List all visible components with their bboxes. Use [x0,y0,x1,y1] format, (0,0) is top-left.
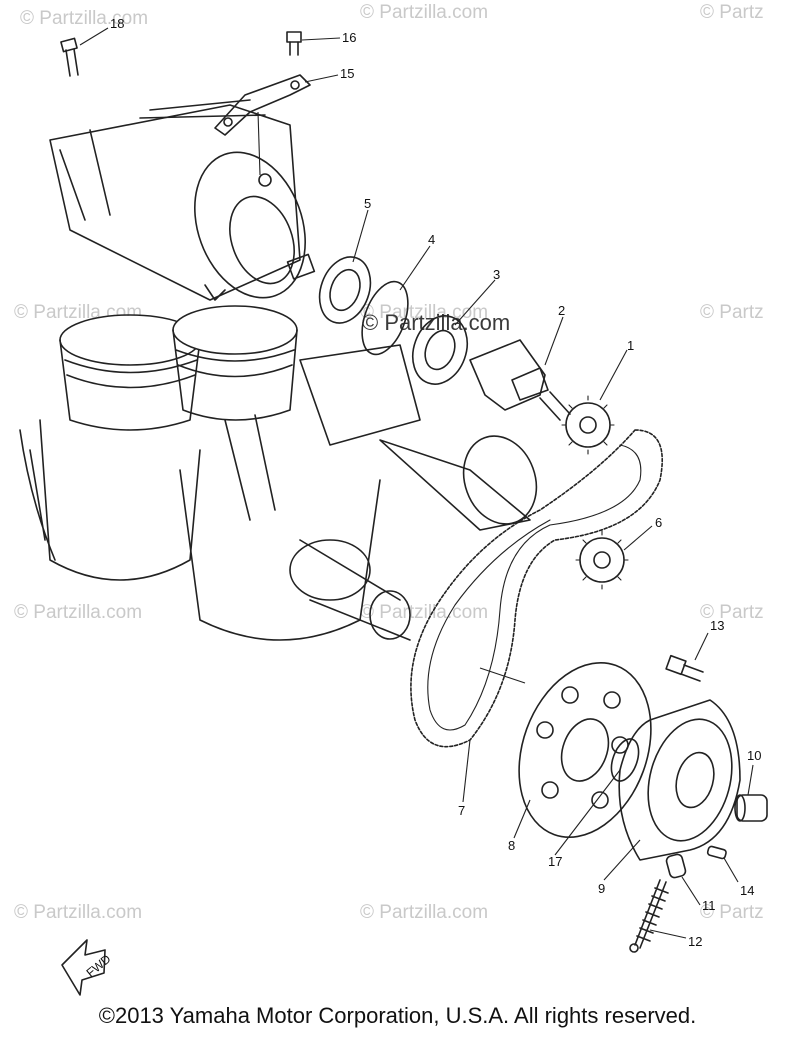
starter-bracket [214,74,311,136]
callout-13: 13 [710,618,724,633]
fwd-arrow: FWD [61,939,114,996]
plunger [665,853,687,879]
callout-2: 2 [558,303,565,318]
roller [734,794,768,822]
watermark: © Partzilla.com [20,8,148,29]
watermark: © Partz [700,302,764,323]
starter-clutch [618,699,741,861]
callout-10: 10 [747,748,761,763]
starter-shaft [469,339,571,421]
callout-3: 3 [493,267,500,282]
watermark: © Partz [700,2,764,23]
watermark: © Partzilla.com [14,902,142,923]
center-watermark: © Partzilla.com [362,310,510,335]
watermark: © Partz [700,902,764,923]
idler-sprocket [575,530,629,590]
oil-seal [318,256,372,324]
callout-1: 1 [627,338,634,353]
callout-8: 8 [508,838,515,853]
pistons-crankshaft [19,305,538,641]
fwd-label: FWD [84,951,114,980]
callout-17: 17 [548,854,562,869]
watermark: © Partzilla.com [360,302,488,323]
callout-7: 7 [458,803,465,818]
watermark: © Partzilla.com [14,602,142,623]
bolt-16 [286,31,302,56]
callout-11: 11 [702,898,716,913]
bolt-18 [60,37,79,77]
callout-4: 4 [428,232,435,247]
driven-sprocket [518,662,652,838]
spring [634,879,669,949]
starter-sprocket [561,395,615,455]
callout-12: 12 [688,934,702,949]
circlip [361,280,409,356]
copyright-notice: ©2013 Yamaha Motor Corporation, U.S.A. A… [98,1003,697,1028]
starter-chain [410,429,664,748]
callout-15: 15 [340,66,354,81]
watermark: © Partzilla.com [360,2,488,23]
callout-9: 9 [598,881,605,896]
starter-motor [49,99,316,301]
spacer-17 [610,738,640,782]
callout-6: 6 [655,515,662,530]
watermark: © Partzilla.com [360,602,488,623]
callout-18: 18 [110,16,124,31]
watermark: © Partz [700,602,764,623]
callout-16: 16 [342,30,356,45]
bolt-13 [665,654,704,682]
watermark: © Partzilla.com [360,902,488,923]
bearing [411,315,469,385]
pin [706,845,727,860]
callout-5: 5 [364,196,371,211]
callout-14: 14 [740,883,754,898]
